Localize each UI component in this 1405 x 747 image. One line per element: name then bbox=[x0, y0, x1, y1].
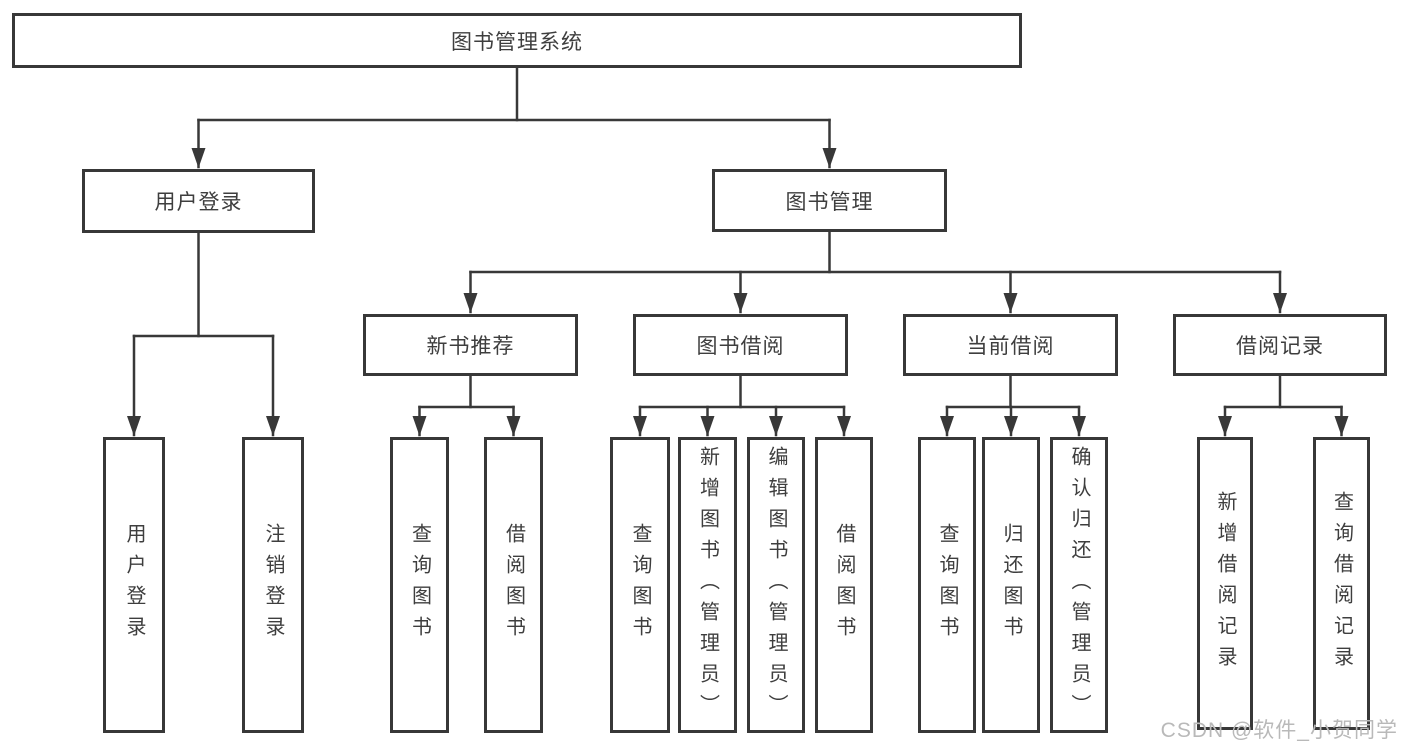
leaf-query-books-recommend: 查询图书 bbox=[390, 437, 449, 733]
node-borrow-records: 借阅记录 bbox=[1173, 314, 1387, 376]
node-new-book-recommend: 新书推荐 bbox=[363, 314, 578, 376]
leaf-label: 新增借阅记录 bbox=[1214, 490, 1236, 677]
leaf-user-login: 用户登录 bbox=[103, 437, 165, 733]
leaf-label: 编辑图书（管理员） bbox=[765, 445, 787, 725]
node-label: 图书借阅 bbox=[696, 335, 785, 358]
node-label: 新书推荐 bbox=[426, 335, 515, 358]
node-library-management-system: 图书管理系统 bbox=[12, 13, 1022, 68]
node-current-borrow: 当前借阅 bbox=[903, 314, 1118, 376]
node-label: 借阅记录 bbox=[1236, 335, 1324, 358]
leaf-add-books-admin: 新增图书（管理员） bbox=[678, 437, 737, 733]
leaf-label: 用户登录 bbox=[123, 523, 145, 647]
node-label: 图书管理 bbox=[785, 190, 874, 214]
leaf-logout: 注销登录 bbox=[242, 437, 304, 733]
leaf-label: 查询图书 bbox=[936, 523, 958, 647]
leaf-label: 借阅图书 bbox=[502, 523, 525, 647]
leaf-return-books: 归还图书 bbox=[982, 437, 1040, 733]
leaf-label: 新增图书（管理员） bbox=[696, 445, 719, 725]
leaf-query-books-borrow: 查询图书 bbox=[610, 437, 670, 733]
leaf-label: 借阅图书 bbox=[833, 523, 855, 647]
leaf-confirm-return-admin: 确认归还（管理员） bbox=[1050, 437, 1108, 733]
node-user-login: 用户登录 bbox=[82, 169, 315, 233]
csdn-watermark: CSDN @软件_小贺同学 bbox=[1160, 719, 1398, 742]
leaf-edit-books-admin: 编辑图书（管理员） bbox=[747, 437, 805, 733]
leaf-add-borrow-record: 新增借阅记录 bbox=[1197, 437, 1253, 730]
leaf-label: 确认归还（管理员） bbox=[1068, 445, 1090, 725]
leaf-label: 归还图书 bbox=[1000, 523, 1022, 647]
node-label: 用户登录 bbox=[154, 191, 243, 214]
leaf-label: 查询图书 bbox=[408, 523, 431, 647]
leaf-label: 查询借阅记录 bbox=[1330, 490, 1353, 677]
leaf-borrow-books-recommend: 借阅图书 bbox=[484, 437, 543, 733]
node-label: 图书管理系统 bbox=[451, 30, 583, 54]
node-label: 当前借阅 bbox=[966, 335, 1055, 358]
node-book-management: 图书管理 bbox=[712, 169, 947, 232]
leaf-query-books-current: 查询图书 bbox=[918, 437, 976, 733]
leaf-label: 查询图书 bbox=[629, 523, 651, 647]
leaf-query-borrow-record: 查询借阅记录 bbox=[1313, 437, 1370, 730]
leaf-label: 注销登录 bbox=[262, 523, 284, 647]
leaf-borrow-books: 借阅图书 bbox=[815, 437, 873, 733]
node-book-borrow: 图书借阅 bbox=[633, 314, 848, 376]
